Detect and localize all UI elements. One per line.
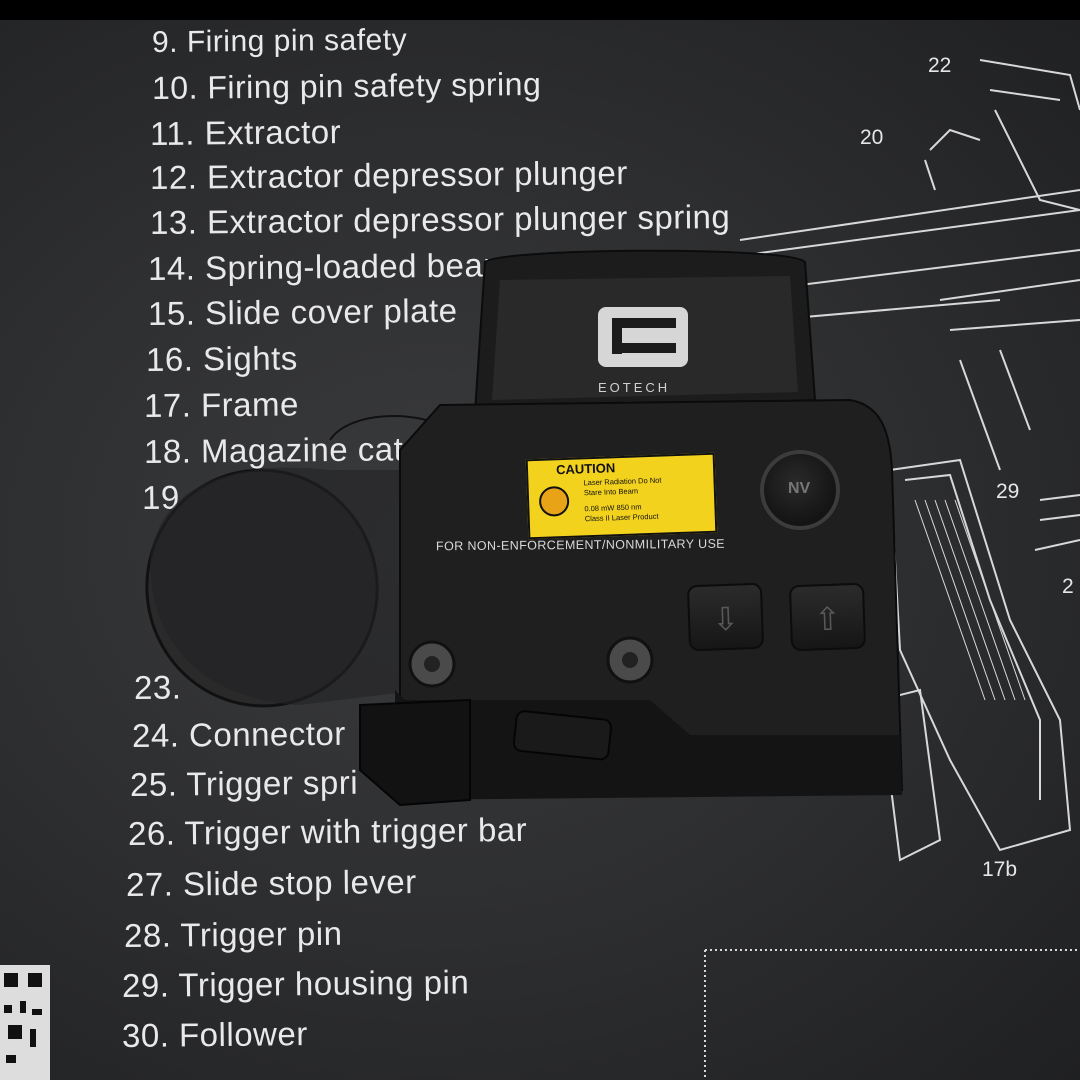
caution-line: Laser Radiation Do Not	[583, 475, 662, 488]
nv-label: NV	[788, 480, 811, 497]
callout-17b: 17b	[982, 858, 1018, 881]
caution-heading: CAUTION	[555, 460, 616, 478]
brightness-down-button[interactable]: ⇩	[686, 582, 765, 652]
qr-code	[0, 965, 50, 1080]
callout-20: 20	[860, 126, 884, 149]
caution-line: Stare Into Beam	[583, 486, 639, 498]
callout-29: 29	[996, 480, 1020, 503]
top-border	[0, 0, 1080, 20]
callout-2: 2	[1062, 575, 1074, 598]
nv-button[interactable]: NV	[760, 450, 840, 530]
brightness-up-button[interactable]: ⇧	[788, 582, 867, 652]
caution-label: CAUTION Laser Radiation Do Not Stare Int…	[525, 452, 718, 540]
laser-warning-icon	[538, 485, 570, 517]
callout-22: 22	[928, 54, 952, 77]
non-enforcement-warning: FOR NON-ENFORCEMENT/NONMILITARY USE	[435, 536, 726, 554]
arrow-up-icon: ⇧	[813, 600, 842, 638]
brand-text: EOTECH	[598, 380, 671, 395]
arrow-down-icon: ⇩	[711, 600, 740, 638]
caution-line: Class II Laser Product	[584, 511, 659, 524]
